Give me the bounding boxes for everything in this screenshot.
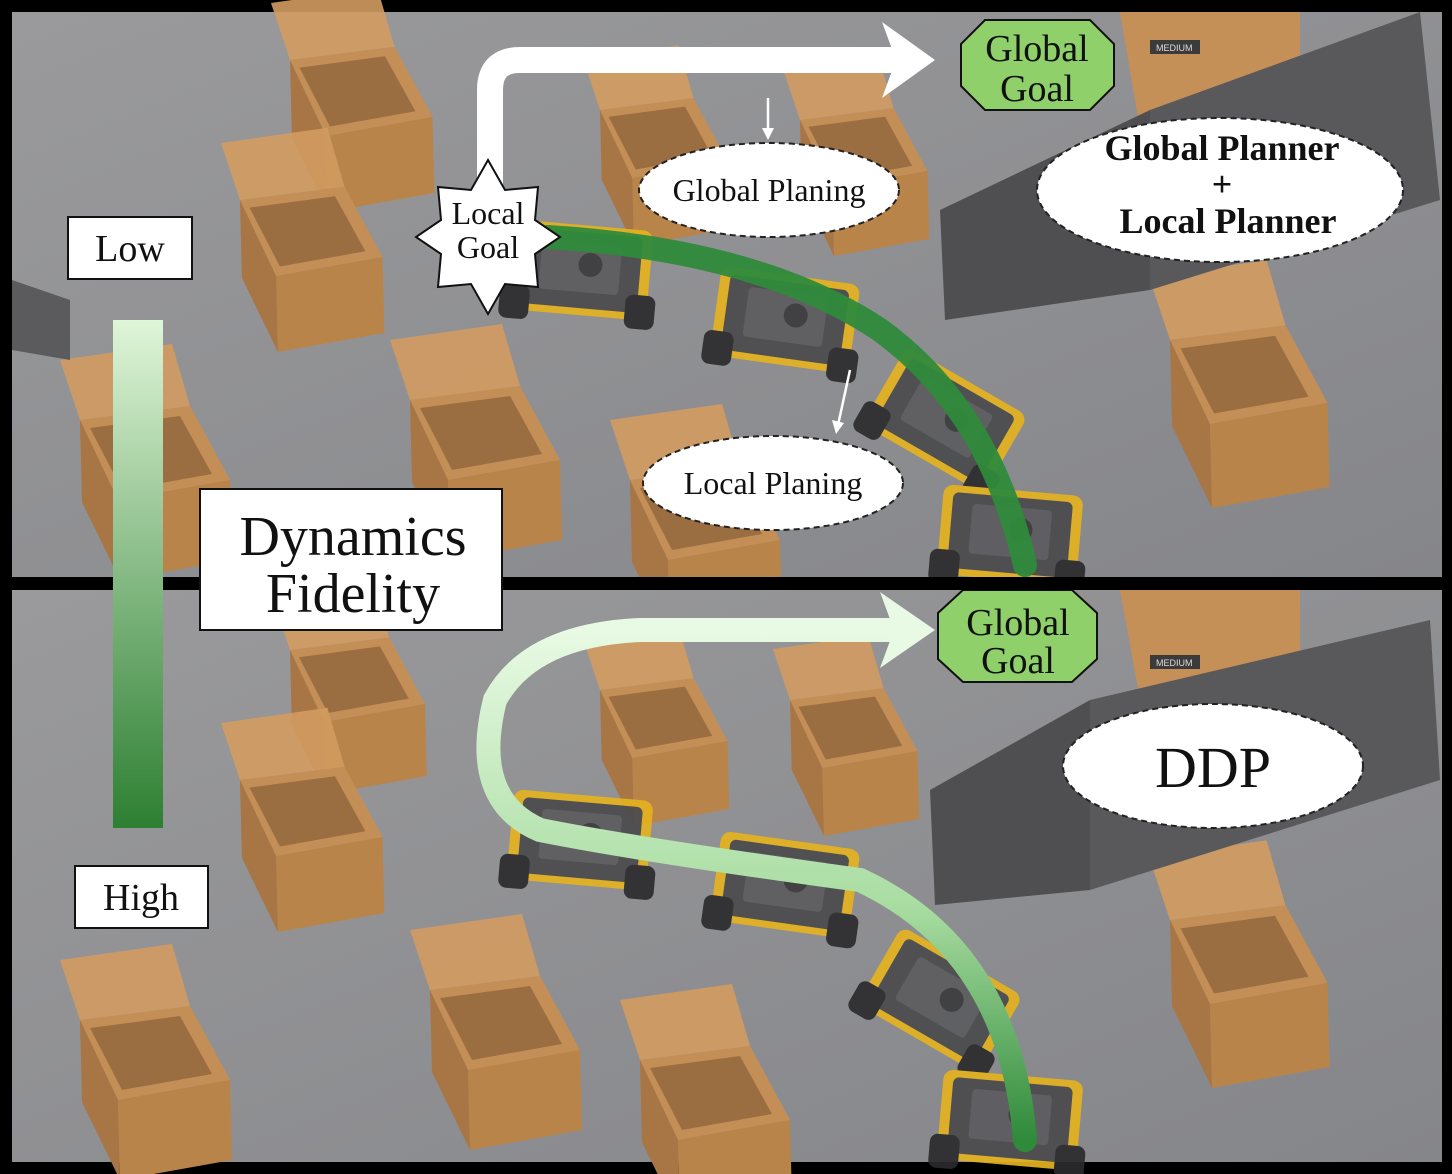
method-line2: + [1212,164,1233,204]
top-global-goal-line1: Global [985,28,1088,70]
bottom-global-goal-line1: Global [966,602,1069,644]
local-goal-line1: Local [452,195,525,231]
bottom-global-goal-line2: Goal [981,640,1055,682]
global-planning-label: Global Planing [638,142,900,238]
dynamics-fidelity-line2: Fidelity [266,563,440,625]
ddp-text: DDP [1155,735,1271,800]
low-text: Low [95,228,165,270]
dynamics-fidelity-label: Dynamics Fidelity [199,488,503,631]
local-plan-path [536,225,1037,577]
top-method-label: Global Planner + Local Planner [1036,117,1404,263]
bottom-wall [930,700,1090,905]
local-planning-label: Local Planing [642,435,904,531]
local-planning-text: Local Planing [684,465,863,501]
global-plan-arrow [477,47,900,195]
top-global-goal: Global Goal [960,19,1115,111]
global-planning-text: Global Planing [673,172,866,208]
method-line3: Local Planner [1120,201,1337,241]
bottom-panel: MEDIUM Global Goal DDP [12,581,1442,1174]
high-label: High [74,865,209,929]
bottom-global-goal: Global Goal [937,589,1098,683]
fidelity-gradient-bar [113,320,163,828]
top-global-goal-line2: Goal [1000,68,1074,110]
ddp-method-label: DDP [1062,703,1364,829]
global-planning-pointer [762,98,774,140]
high-text: High [103,877,179,919]
local-goal-line2: Goal [457,229,519,265]
box-label-bottom: MEDIUM [1156,658,1193,668]
global-plan-arrowhead [882,22,935,98]
top-panel: MEDIUM Global Goal [12,0,1442,640]
box-label: MEDIUM [1156,43,1193,53]
method-line1: Global Planner [1104,128,1339,168]
ddp-trajectory [476,618,1037,1152]
low-label: Low [67,216,193,280]
local-planning-pointer [832,369,852,434]
dynamics-fidelity-line1: Dynamics [239,506,466,568]
fidelity-scale: Low High Dynamics Fidelity [67,216,503,929]
ddp-arrowhead [880,592,935,668]
local-goal: Local Goal [414,157,562,317]
